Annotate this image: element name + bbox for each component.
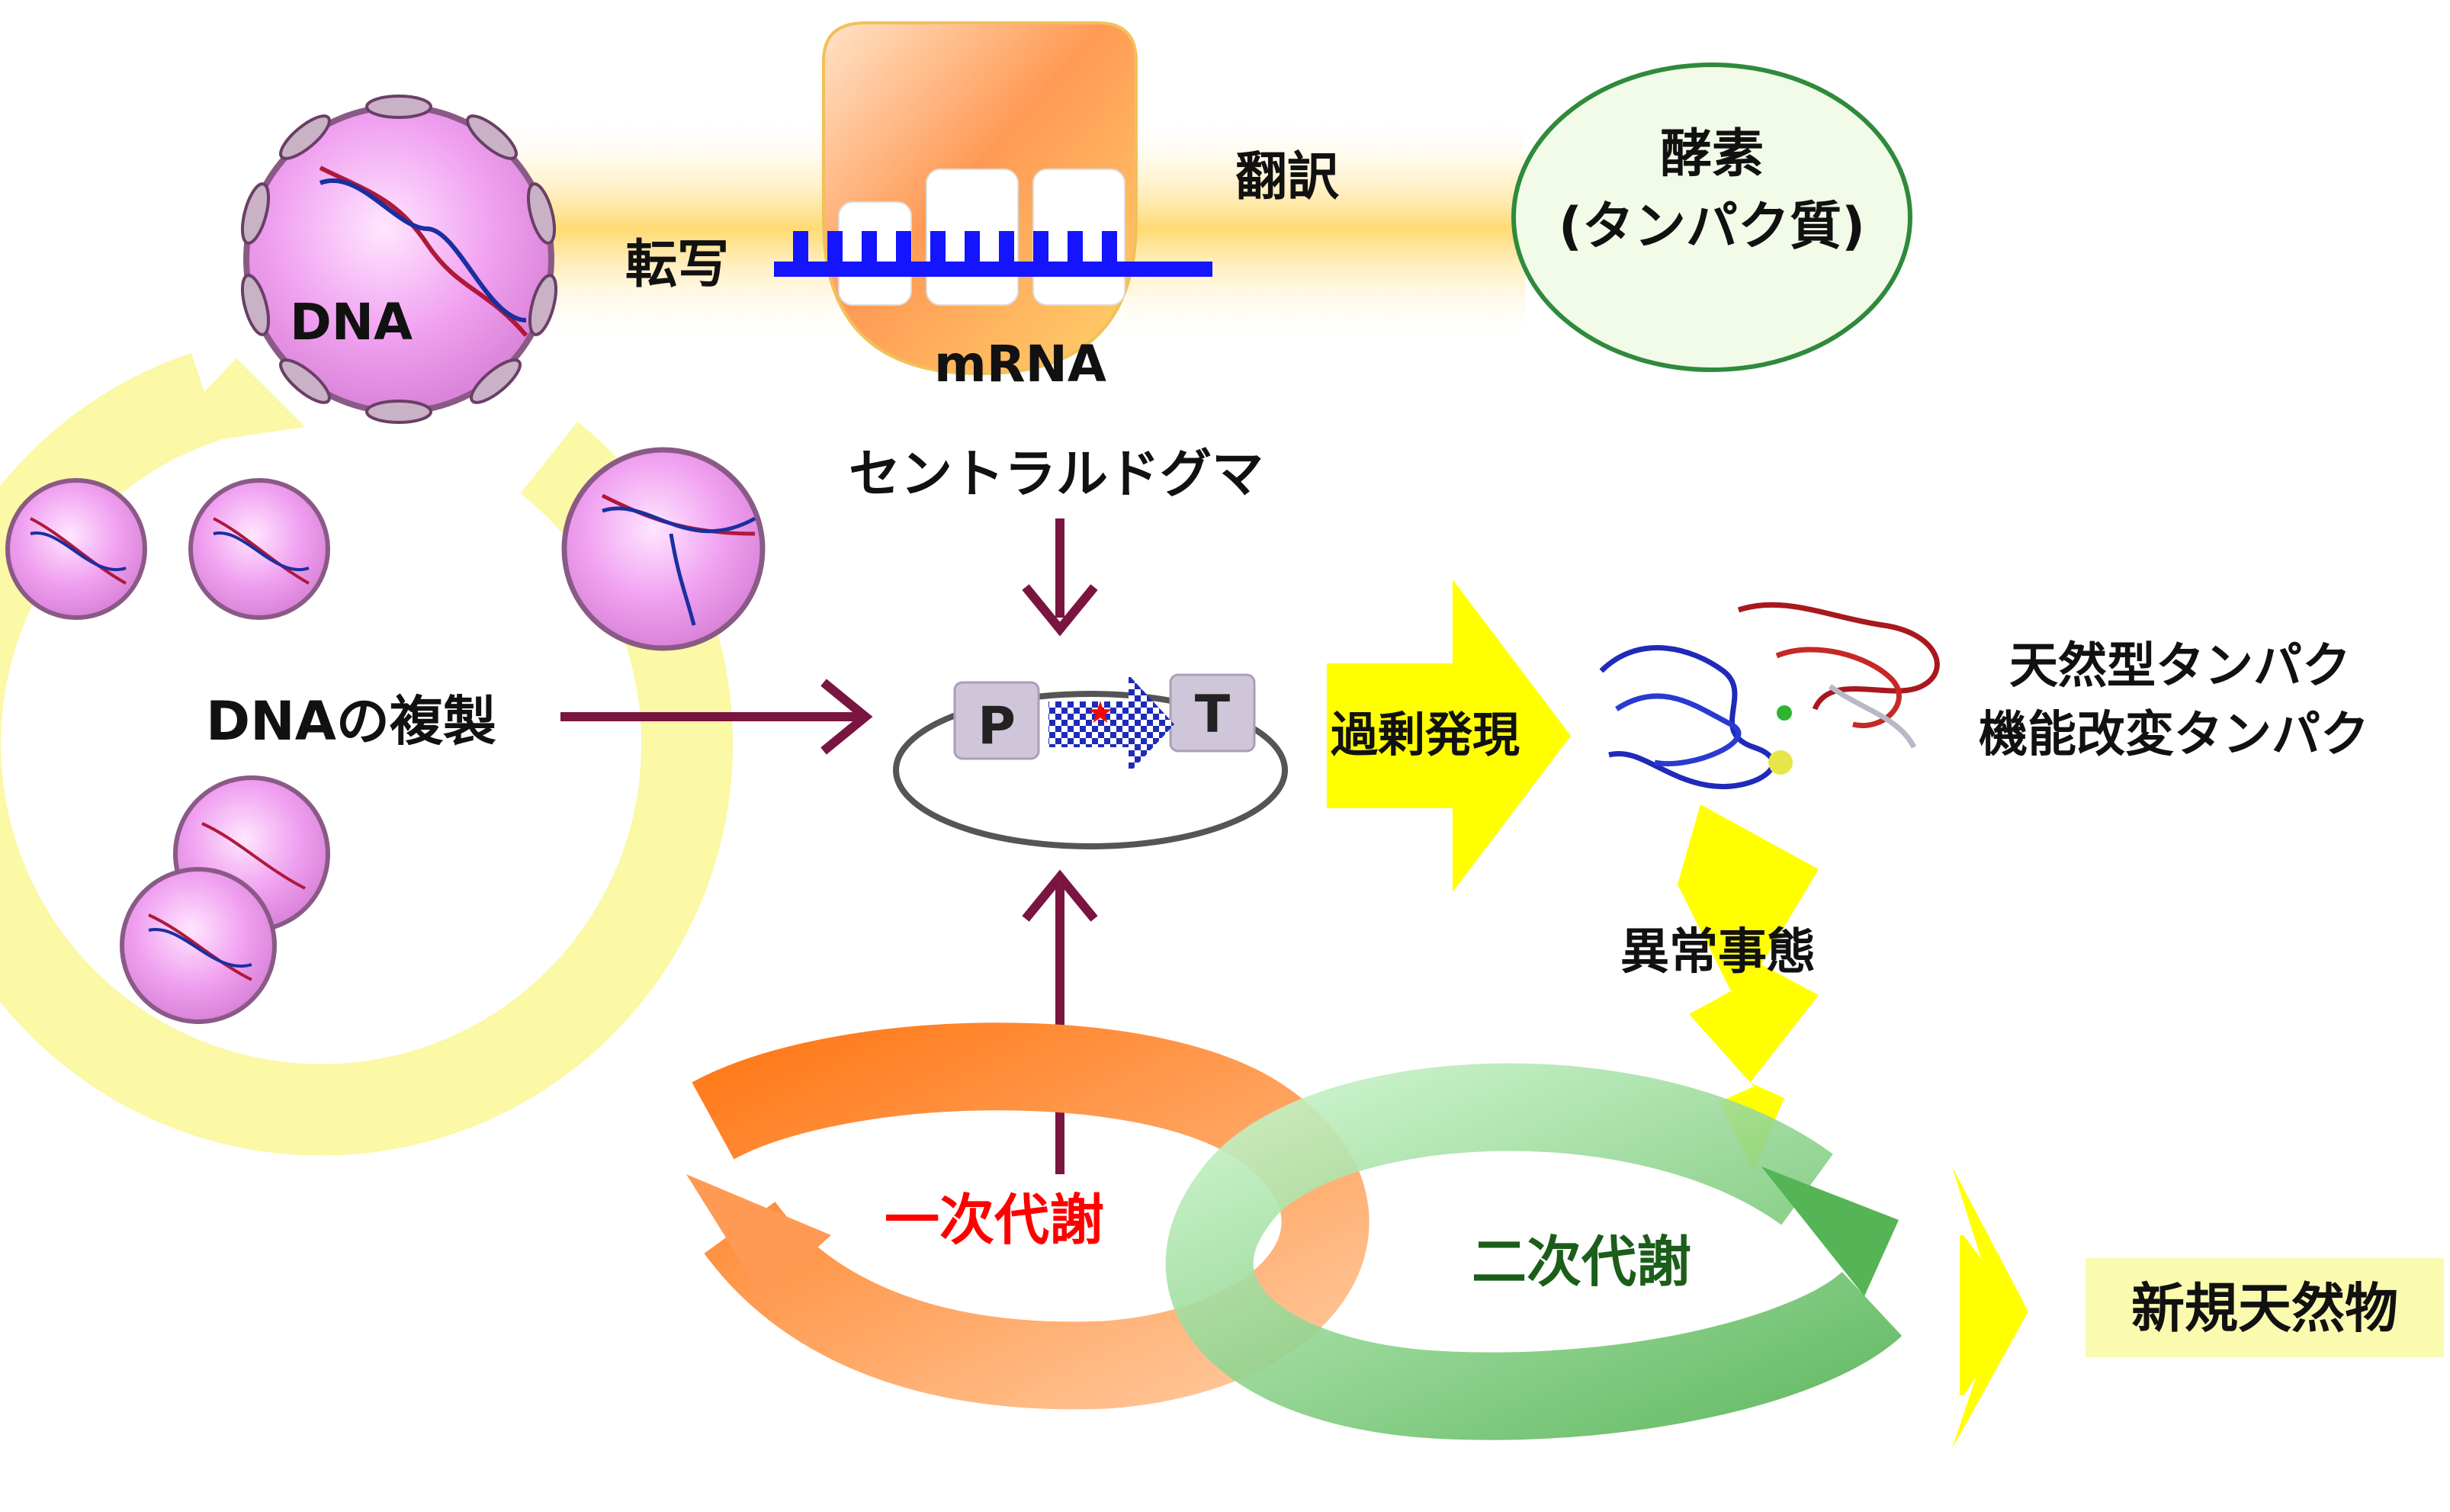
dna-cell-small — [5, 478, 147, 620]
dna-cell-small — [188, 478, 330, 620]
mrna-label: mRNA — [934, 335, 1106, 393]
ribosome — [822, 21, 1138, 376]
lightning-bolt-icon — [1678, 804, 1819, 1170]
mrna-strand — [774, 231, 1212, 277]
dna-cell-main — [240, 95, 558, 424]
terminator-label: T — [1195, 685, 1231, 745]
translation-label: 翻訳 — [1235, 147, 1340, 207]
new-products-box — [2086, 1258, 2444, 1357]
dna-replication-label: DNAの複製 — [206, 690, 496, 753]
plasmid: ★ — [893, 673, 1288, 849]
dna-label: DNA — [290, 293, 413, 352]
enzyme-label: 酵素 — [1660, 124, 1764, 185]
dna-cell-small — [120, 867, 277, 1024]
enzyme-ellipse — [1511, 63, 1912, 372]
dna-helix-icon — [319, 165, 528, 337]
overexpression-label: 過剰発現 — [1331, 707, 1520, 762]
dna-cell-dividing — [561, 447, 766, 651]
abnormal-event-label: 異常事態 — [1620, 924, 1816, 981]
promoter-label: P — [978, 696, 1016, 756]
replication-cycle-arrow — [0, 353, 734, 1156]
gene-arrow — [1048, 675, 1174, 774]
secondary-metabolism-cycle — [1165, 1063, 1903, 1440]
overexpression-arrow — [1327, 579, 1571, 892]
transcription-label: 転写 — [625, 235, 729, 295]
secondary-metabolism-label: 二次代謝 — [1472, 1230, 1691, 1294]
enzyme-protein-label: (タンパク質) — [1559, 197, 1865, 257]
new-natural-products-label: 新規天然物 — [2131, 1277, 2398, 1340]
modified-protein-label: 機能改変タンパク — [1979, 707, 2369, 763]
product-arrow-body — [1960, 1235, 2021, 1395]
central-dogma-label: セントラルドグマ — [849, 445, 1264, 505]
primary-metabolism-label: 一次代謝 — [885, 1188, 1104, 1252]
protein-structure-image — [1599, 602, 1940, 789]
natural-protein-label: 天然型タンパク — [2009, 638, 2351, 695]
mutation-star-icon: ★ — [1087, 695, 1114, 730]
primary-metabolism-cycle — [686, 1022, 1369, 1410]
